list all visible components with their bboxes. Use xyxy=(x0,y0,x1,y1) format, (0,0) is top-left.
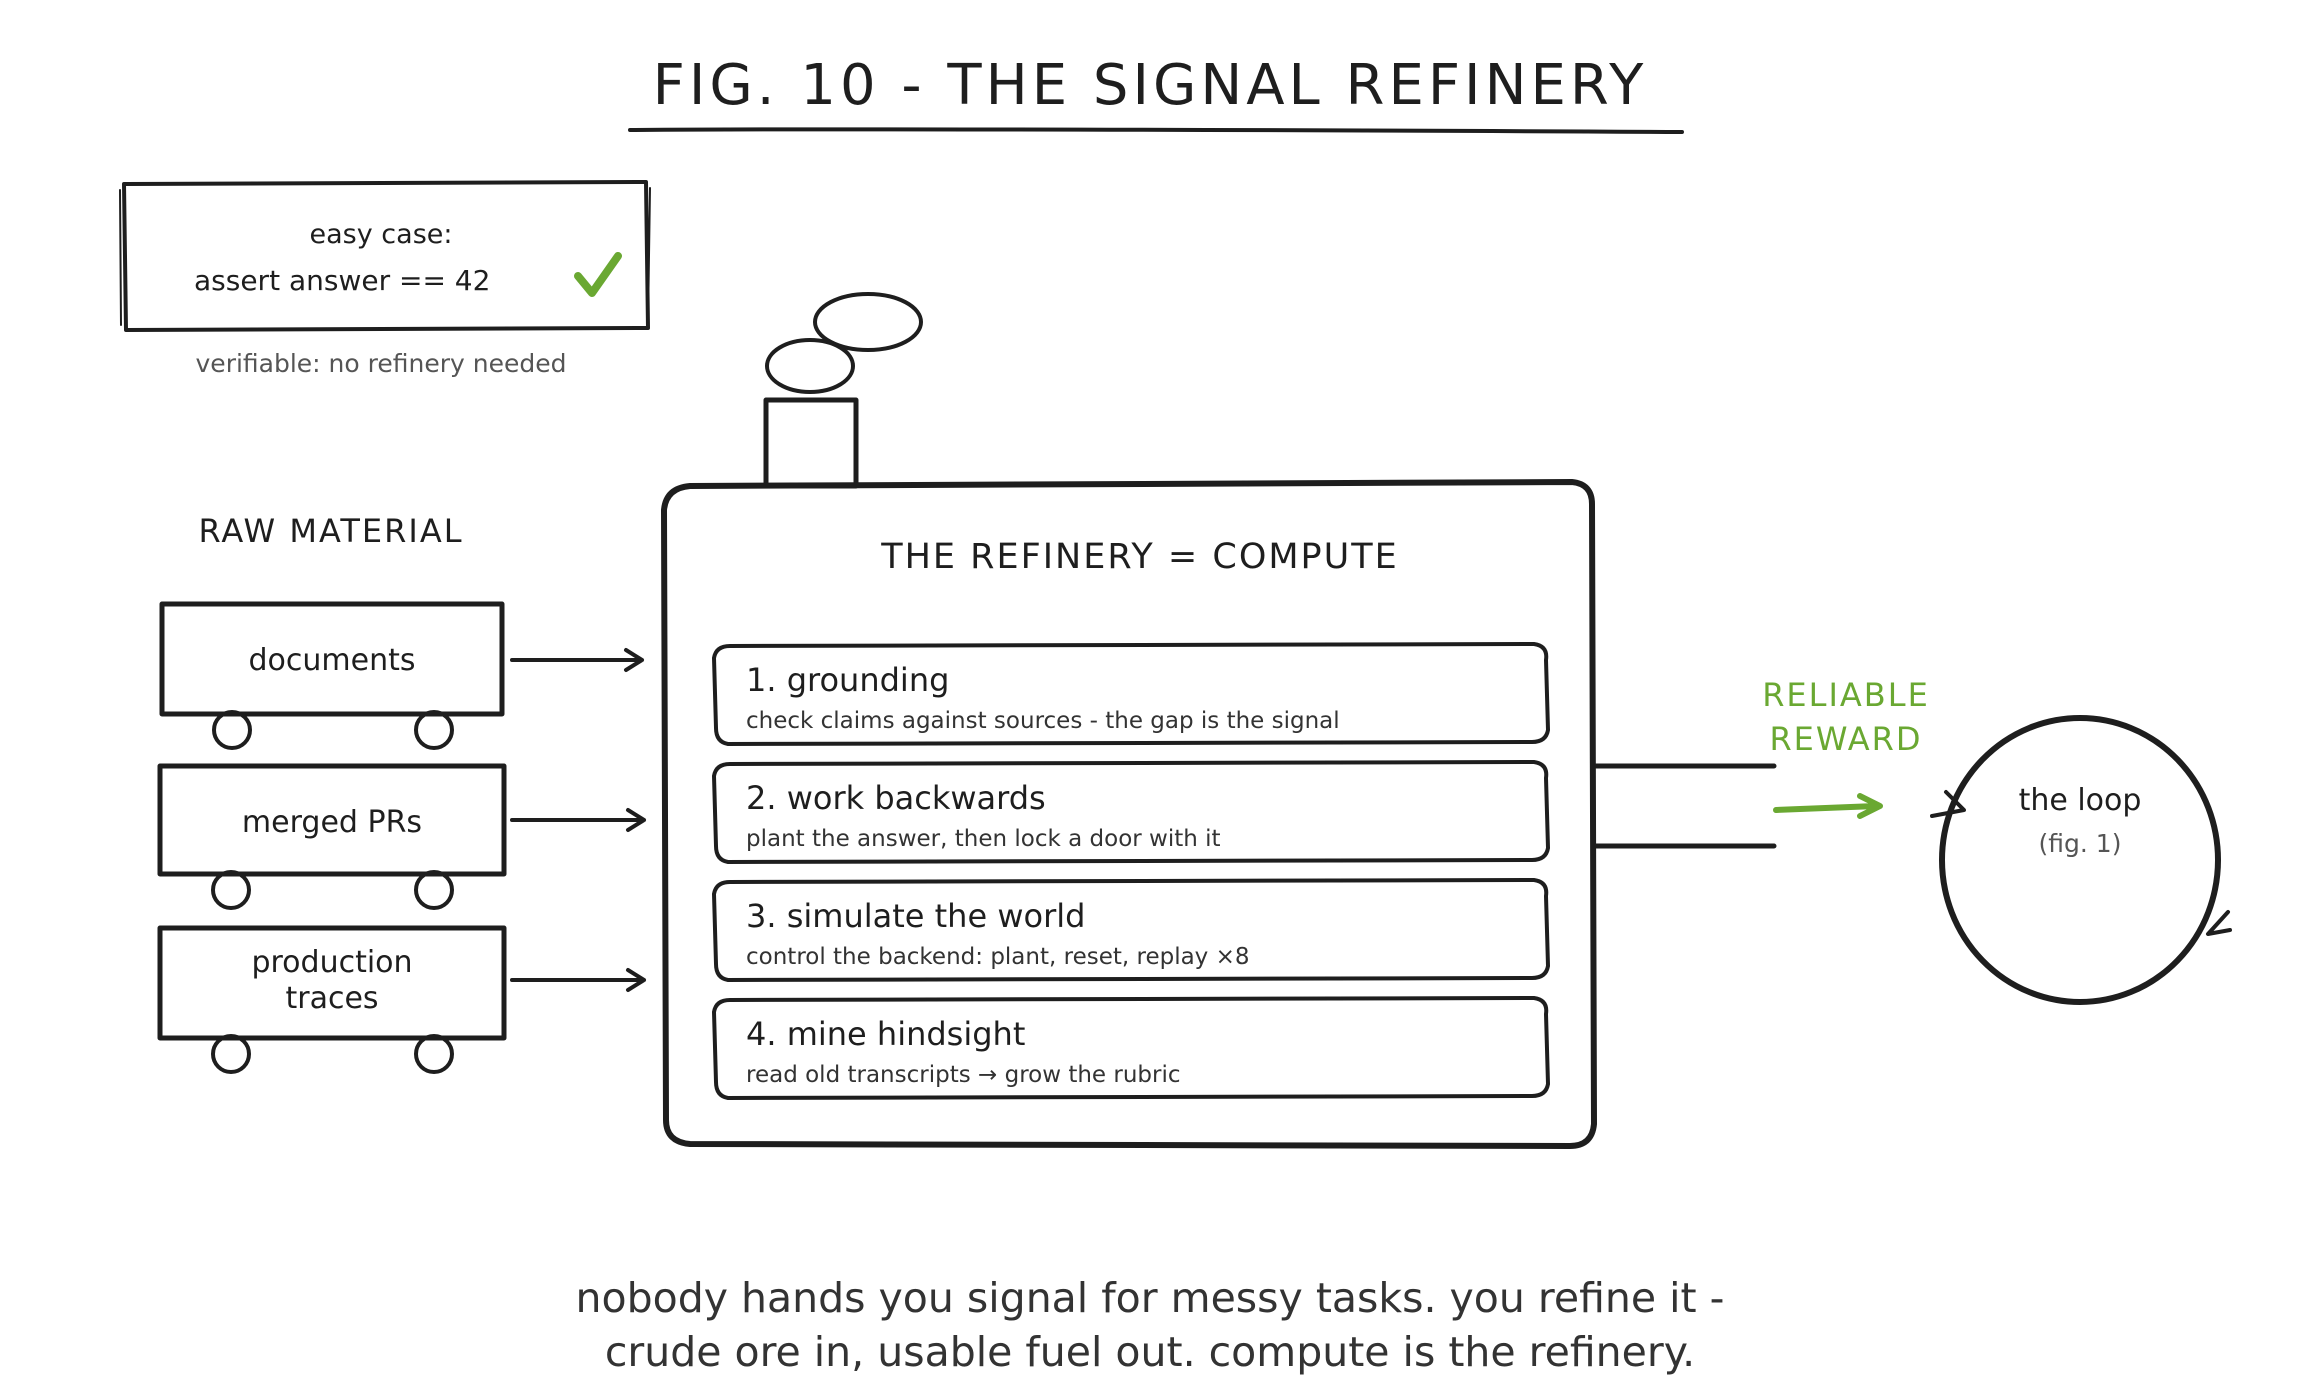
loop-label: the loop xyxy=(2019,783,2142,818)
raw-material-heading: RAW MATERIAL xyxy=(198,512,463,550)
refinery-box: THE REFINERY = COMPUTE 1. grounding check… xyxy=(661,479,1597,1149)
easy-case-box: easy case: assert answer == 42 xyxy=(119,180,651,332)
step-border xyxy=(712,760,1550,864)
pipe-walls xyxy=(1593,763,1777,849)
refinery-step: 1. grounding check claims against sources… xyxy=(712,642,1550,746)
footer-line-1: nobody hands you signal for messy tasks.… xyxy=(576,1274,1725,1322)
reliable-reward-line-1: RELIABLE xyxy=(1762,676,1930,714)
refinery-border xyxy=(661,479,1597,1149)
refinery-step: 2. work backwards plant the answer, then … xyxy=(712,760,1550,864)
cart-merged-prs: merged PRs xyxy=(157,763,507,910)
refinery-step: 4. mine hindsight read old transcripts → … xyxy=(712,996,1550,1100)
step-description: check claims against sources - the gap i… xyxy=(746,708,1340,734)
cart-documents: documents xyxy=(159,601,505,750)
footer-line-2: crude ore in, usable fuel out. compute i… xyxy=(605,1328,1695,1376)
cart-wheel xyxy=(414,1034,454,1074)
title-underline xyxy=(628,127,1684,134)
step-description: control the backend: plant, reset, repla… xyxy=(746,944,1250,970)
input-arrows xyxy=(510,648,646,992)
arrow-right-icon xyxy=(510,808,646,832)
cart-wheel xyxy=(212,710,252,750)
refinery-heading: THE REFINERY = COMPUTE xyxy=(880,537,1399,577)
step-border xyxy=(712,642,1550,746)
checkmark-icon xyxy=(574,252,622,297)
loop-arrowhead-icon xyxy=(1930,790,1966,818)
cart-wheel xyxy=(414,870,454,910)
loop-circle: the loop (fig. 1) xyxy=(1930,715,2232,1005)
chimney xyxy=(763,292,923,489)
reward-arrow-icon xyxy=(1773,793,1883,819)
easy-case-border xyxy=(122,180,650,332)
smoke-puff xyxy=(765,338,855,394)
cart-body xyxy=(157,763,507,877)
refinery-step: 3. simulate the world control the backend… xyxy=(712,878,1550,982)
step-title: 1. grounding xyxy=(746,661,949,699)
cart-wheel xyxy=(414,710,454,750)
loop-arrowhead-icon xyxy=(2206,910,2232,936)
chimney-stack xyxy=(763,397,859,489)
step-border xyxy=(712,878,1550,982)
cart-body xyxy=(159,601,505,717)
step-title: 4. mine hindsight xyxy=(746,1015,1025,1053)
arrow-right-icon xyxy=(510,648,644,672)
step-border xyxy=(712,996,1550,1100)
step-title: 2. work backwards xyxy=(746,779,1046,817)
arrow-right-icon xyxy=(510,968,646,992)
cart-label-line-1: production xyxy=(251,945,412,980)
loop-ring xyxy=(1939,715,2221,1005)
refinery-steps: 1. grounding check claims against sources… xyxy=(712,642,1550,1100)
reliable-reward-line-2: REWARD xyxy=(1769,720,1922,758)
smoke-puff xyxy=(813,292,923,352)
cart-production-traces: production traces xyxy=(157,925,507,1074)
figure-title: FIG. 10 - THE SIGNAL REFINERY xyxy=(653,53,1648,118)
step-description: read old transcripts → grow the rubric xyxy=(746,1062,1181,1088)
easy-case-code: assert answer == 42 xyxy=(194,264,490,297)
easy-case-caption: verifiable: no refinery needed xyxy=(196,349,567,378)
step-title: 3. simulate the world xyxy=(746,897,1085,935)
cart-label: merged PRs xyxy=(242,805,422,840)
cart-body xyxy=(157,925,507,1041)
cart-wheel xyxy=(211,870,251,910)
easy-case-heading: easy case: xyxy=(310,219,453,250)
cart-label: documents xyxy=(249,643,416,678)
cart-wheel xyxy=(211,1034,251,1074)
cart-label-line-2: traces xyxy=(285,981,378,1016)
loop-reference: (fig. 1) xyxy=(2039,829,2122,858)
step-description: plant the answer, then lock a door with … xyxy=(746,826,1221,852)
output-pipe xyxy=(1593,763,1777,849)
